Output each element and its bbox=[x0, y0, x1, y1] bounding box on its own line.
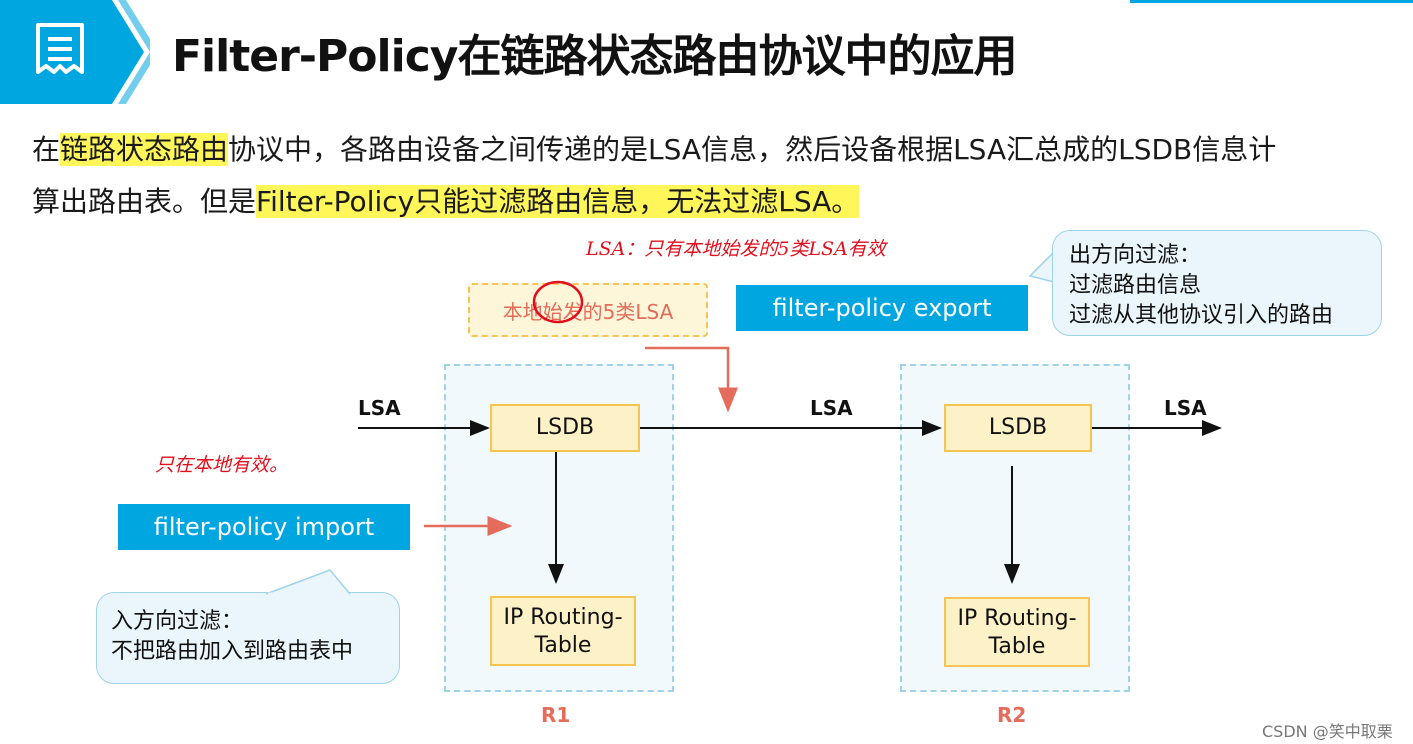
r2-table-line-2: Table bbox=[988, 634, 1046, 659]
document-icon bbox=[36, 23, 84, 74]
lsa-label-middle: LSA bbox=[810, 396, 853, 420]
export-callout: 出方向过滤： 过滤路由信息 过滤从其他协议引入的路由 bbox=[1052, 230, 1382, 336]
handwritten-note-left: 只在本地有效。 bbox=[155, 454, 289, 476]
import-callout-title: 入方向过滤： bbox=[111, 609, 244, 634]
top-right-bar bbox=[1130, 0, 1413, 3]
line1-highlight: 链路状态路由 bbox=[60, 133, 229, 166]
export-callout-line-1: 过滤路由信息 bbox=[1069, 273, 1202, 298]
line1-prefix: 在 bbox=[32, 133, 61, 166]
handwritten-circle bbox=[532, 280, 584, 324]
line2-highlight: Filter-Policy只能过滤路由信息，无法过滤LSA。 bbox=[256, 185, 860, 218]
r1-lsdb: LSDB bbox=[490, 404, 640, 452]
watermark: CSDN @笑中取栗 bbox=[1262, 722, 1393, 741]
import-callout: 入方向过滤： 不把路由加入到路由表中 bbox=[96, 592, 400, 684]
line2-prefix: 算出路由表。但是 bbox=[32, 185, 257, 218]
handwritten-note-top: LSA：只有本地始发的5类LSA有效 bbox=[586, 238, 886, 260]
r1-routing-table: IP Routing- Table bbox=[490, 596, 636, 666]
line1-suffix: 协议中，各路由设备之间传递的是LSA信息，然后设备根据LSA汇总成的LSDB信息… bbox=[228, 133, 1277, 166]
r1-table-line-2: Table bbox=[534, 633, 592, 658]
export-callout-line-2: 过滤从其他协议引入的路由 bbox=[1069, 303, 1334, 328]
r2-lsdb: LSDB bbox=[944, 404, 1092, 452]
r1-table-line-1: IP Routing- bbox=[503, 605, 623, 630]
filter-policy-export-label: filter-policy export bbox=[736, 285, 1028, 331]
paragraph-line-2: 算出路由表。但是Filter-Policy只能过滤路由信息，无法过滤LSA。 bbox=[32, 180, 860, 220]
filter-policy-import-label: filter-policy import bbox=[118, 504, 410, 550]
lsa-label-out: LSA bbox=[1164, 396, 1207, 420]
page-title: Filter-Policy在链路状态路由协议中的应用 bbox=[172, 31, 1017, 82]
local-lsa-box bbox=[468, 283, 708, 337]
export-red-arrow bbox=[645, 346, 738, 413]
export-callout-title: 出方向过滤： bbox=[1069, 243, 1202, 268]
lsa-label-in: LSA bbox=[358, 396, 401, 420]
router-r2-label: R2 bbox=[997, 703, 1027, 727]
import-callout-tail bbox=[265, 569, 351, 596]
paragraph-line-1: 在链路状态路由协议中，各路由设备之间传递的是LSA信息，然后设备根据LSA汇总成… bbox=[32, 128, 1276, 168]
r2-routing-table: IP Routing- Table bbox=[944, 597, 1090, 667]
import-callout-line-1: 不把路由加入到路由表中 bbox=[111, 639, 354, 664]
r2-table-line-1: IP Routing- bbox=[957, 606, 1077, 631]
local-lsa-label: 本地始发的5类LSA bbox=[502, 300, 674, 324]
router-r1-label: R1 bbox=[541, 703, 571, 727]
